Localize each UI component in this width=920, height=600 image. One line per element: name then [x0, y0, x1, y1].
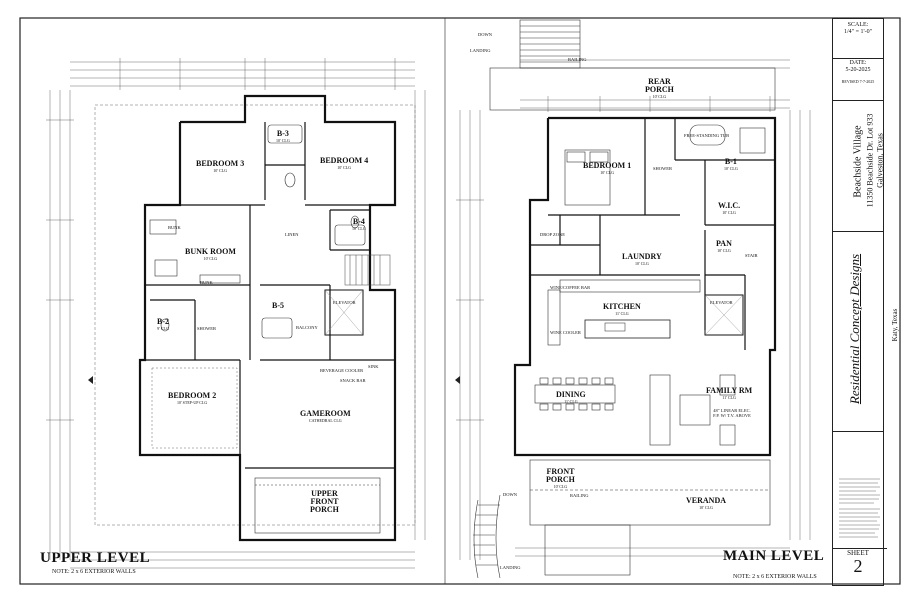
sheet-cell: SHEET 2 — [833, 547, 883, 586]
revised-date: REVISED 7-7-2025 — [841, 79, 875, 84]
room-label-veranda: VERANDA 10' CLG — [686, 496, 726, 510]
label-fireplace-note: 48" LINEAR ELEC. F.P. W/ T.V. ABOVE — [713, 408, 751, 418]
room-label-dining: DINING 11' CLG — [556, 390, 586, 404]
label-bunk-2: BUNK — [200, 280, 213, 285]
label-down-front: DOWN — [503, 492, 517, 497]
room-label-bedroom-2: BEDROOM 2 10' STEP-UP CLG — [168, 391, 217, 405]
label-drop-zone: DROP ZONE — [540, 232, 565, 237]
sheet-label: SHEET — [847, 549, 869, 557]
project-cell: Beachside Village 11350 Beachside Dr. Lo… — [833, 101, 885, 232]
room-label-b4: B-4 10' CLG — [352, 217, 366, 231]
room-label-upper-front-porch: UPPER FRONT PORCH — [310, 489, 339, 514]
room-label-gameroom: GAMEROOM CATHEDRAL CLG — [300, 409, 351, 423]
label-shower-main: SHOWER — [653, 166, 672, 171]
label-stair-main: STAIR — [745, 253, 758, 258]
label-elevator-upper: ELEVATOR — [333, 300, 356, 305]
label-bunk-1: BUNK — [168, 225, 181, 230]
project-name: Beachside Village — [852, 125, 864, 198]
room-label-bedroom-3: BEDROOM 3 10' CLG — [196, 159, 245, 173]
label-wine-coffee-bar: WINE/COFFEE BAR — [550, 285, 591, 290]
date-label: DATE: — [849, 60, 867, 66]
room-label-b1: B-1 10' CLG — [724, 157, 738, 171]
room-label-kitchen: KITCHEN 11' CLG — [603, 302, 641, 316]
label-landing-front: LANDING — [500, 565, 521, 570]
room-label-family-room: FAMILY RM 11' CLG — [706, 386, 753, 400]
label-snack-bar: SNACK BAR — [340, 378, 366, 383]
room-label-b3: B-3 10' CLG — [276, 129, 290, 143]
date-value: 5-20-2025 — [845, 67, 871, 73]
firm-city: Katy, Texas — [891, 308, 899, 342]
room-label-bunk-room: BUNK ROOM 10' CLG — [185, 247, 236, 261]
label-sink-upper: SINK — [368, 364, 379, 369]
label-linen: LINEN — [285, 232, 299, 237]
label-balcony: BALCONY — [296, 325, 318, 330]
label-landing-rear: LANDING — [470, 48, 491, 53]
upper-level-note: NOTE: 2 x 6 EXTERIOR WALLS — [52, 569, 136, 575]
label-freestanding-tub: FREE-STANDING TUB — [684, 133, 730, 138]
room-label-bedroom-1: BEDROOM 1 10' CLG — [583, 161, 632, 175]
label-railing-front: RAILING — [570, 493, 589, 498]
sheet-number: 2 — [853, 556, 863, 576]
upper-level-title: UPPER LEVEL — [40, 550, 151, 566]
project-address: 11350 Beachside Dr. Lot 933 — [865, 113, 875, 208]
disclaimer-text-lines — [839, 478, 880, 538]
label-shower: SHOWER — [197, 326, 216, 331]
project-city: Galveston, Texas — [875, 133, 885, 188]
firm-cell: Residential Concept Designs Katy, Texas — [833, 231, 899, 432]
label-down-rear: DOWN — [478, 32, 492, 37]
room-label-b5: B-5 — [272, 301, 284, 310]
main-level-title: MAIN LEVEL — [723, 548, 825, 564]
label-beverage-cooler: BEVERAGE COOLER — [320, 368, 364, 373]
room-label-pan: PAN 10' CLG — [716, 239, 732, 253]
room-label-laundry: LAUNDRY 10' CLG — [622, 252, 662, 266]
scale-cell: SCALE: 1/4" = 1'-0" — [833, 19, 883, 59]
title-block: SCALE: 1/4" = 1'-0" DATE: 5-20-2025 REVI… — [832, 18, 899, 586]
disclaimer-cell — [833, 474, 887, 549]
label-wine-cooler: WINE COOLER — [550, 330, 581, 335]
room-label-b2: B-2 9' CLG — [157, 317, 169, 331]
room-label-bedroom-4: BEDROOM 4 10' CLG — [320, 156, 369, 170]
scale-label: SCALE: — [847, 22, 869, 28]
label-elevator-main: ELEVATOR — [710, 300, 733, 305]
firm-name: Residential Concept Designs — [847, 253, 862, 405]
room-label-front-porch: FRONT PORCH 10' CLG — [546, 467, 575, 489]
scale-value: 1/4" = 1'-0" — [843, 29, 873, 35]
label-railing-rear: RAILING — [568, 57, 587, 62]
main-level-note: NOTE: 2 x 6 EXTERIOR WALLS — [733, 574, 817, 580]
room-label-rear-porch: REAR PORCH 10' CLG — [645, 77, 674, 99]
date-cell: DATE: 5-20-2025 REVISED 7-7-2025 — [833, 58, 883, 101]
room-label-wic: W.I.C. 10' CLG — [718, 201, 741, 215]
